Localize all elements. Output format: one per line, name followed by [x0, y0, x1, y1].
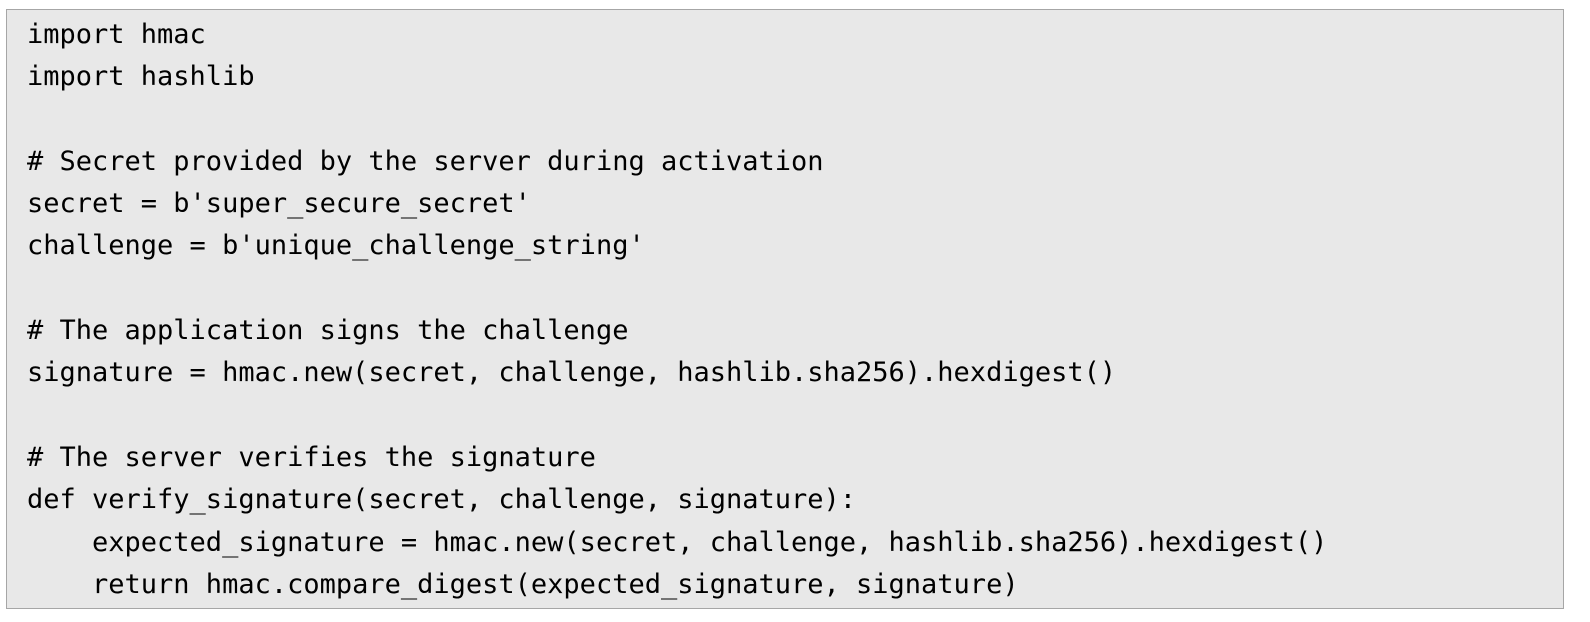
code-line [27, 268, 1563, 310]
code-line: signature = hmac.new(secret, challenge, … [27, 357, 1117, 389]
code-line: expected_signature = hmac.new(secret, ch… [27, 526, 1328, 558]
code-line: # The application signs the challenge [27, 315, 629, 347]
code-line: return hmac.compare_digest(expected_sign… [27, 568, 1019, 600]
code-block: import hmac import hashlib # Secret prov… [6, 9, 1564, 609]
code-line: def verify_signature(secret, challenge, … [27, 484, 857, 516]
code-line: import hmac [27, 19, 206, 50]
code-line: secret = b'super_secure_secret' [27, 188, 531, 220]
code-line [27, 395, 1563, 437]
code-line: # Secret provided by the server during a… [27, 145, 824, 177]
code-line: challenge = b'unique_challenge_string' [27, 230, 645, 262]
code-line [27, 99, 1563, 141]
code-line: # The server verifies the signature [27, 441, 596, 473]
code-line: import hashlib [27, 61, 255, 93]
